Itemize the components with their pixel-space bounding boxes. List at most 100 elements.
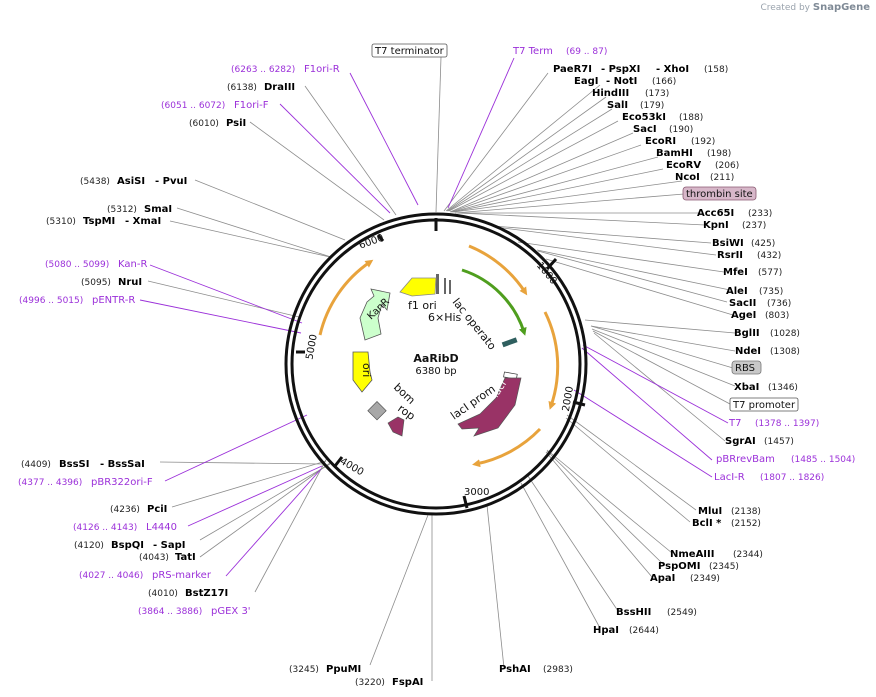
sali-pos: (179) (640, 101, 664, 111)
lac-operator-arc (461, 268, 527, 336)
sacii-pos: (736) (767, 299, 791, 309)
ndei-label: NdeI (735, 346, 761, 357)
rbs-box (731, 360, 762, 375)
bom-box (367, 401, 387, 421)
rsrii-label: RsrII (717, 250, 743, 261)
psii-label: PsiI (226, 118, 246, 129)
bcli-label: BclI * (692, 518, 722, 529)
pentrr-pos: (4996 .. 5015) (19, 296, 83, 306)
ppumi-pos: (3245) (289, 665, 319, 675)
bstz17i-label: BstZ17I (185, 588, 228, 599)
tspmi-pos: (5310) (46, 217, 76, 227)
fspai-pos: (3220) (355, 678, 385, 688)
ecori-pos: (192) (691, 137, 715, 147)
nmeaiii-label: NmeAIII (670, 549, 714, 560)
bsssi-label: BssSI (59, 459, 89, 470)
mfei-label: MfeI (723, 267, 748, 278)
xmai-label: - XmaI (125, 216, 161, 227)
bsiwi-pos: (425) (751, 239, 775, 249)
bsiwi-label: BsiWI (712, 238, 744, 249)
pbr322ori-label: pBR322ori-F (91, 477, 153, 488)
bcli-pos: (2152) (731, 519, 761, 529)
bsssai-label: - BssSaI (100, 459, 145, 470)
t7-promoter-box (729, 397, 799, 412)
rsrii-pos: (432) (757, 251, 781, 261)
orange-arc-lower-right (472, 427, 542, 468)
pvui-label: - PvuI (155, 176, 187, 187)
f1orir-label: F1ori-R (304, 64, 340, 75)
plasmid-name: AaRibD (413, 352, 458, 365)
xbai-pos: (1346) (768, 383, 798, 393)
pentrr-label: pENTR-R (92, 295, 135, 306)
rop-arrow (387, 416, 405, 437)
orange-feature-arcs (318, 244, 560, 468)
pshai-pos: (2983) (543, 665, 573, 675)
eco53ki-label: Eco53kI (622, 112, 666, 123)
pbrrevbam-label: pBRrevBam (716, 454, 775, 465)
ndei-pos: (1308) (770, 347, 800, 357)
hindiii-label: HindIII (592, 88, 629, 99)
pcii-pos: (4236) (110, 505, 140, 515)
l4440-pos: (4126 .. 4143) (73, 523, 137, 533)
sapi-label: - SapI (153, 540, 185, 551)
orange-arc-right (543, 311, 560, 410)
pspomi-label: PspOMI (658, 561, 700, 572)
prsmarker-pos: (4027 .. 4046) (79, 571, 143, 581)
f1-ori-label: f1 ori (408, 299, 437, 312)
pspxi-label: - PspXI (601, 64, 640, 75)
draiii-pos: (6138) (227, 83, 257, 93)
t7-terminator-label: T7 terminator (374, 46, 445, 57)
acc65i-pos: (233) (748, 209, 772, 219)
leader-lines (147, 56, 736, 681)
pshai-label: PshAI (499, 664, 531, 675)
kanr-arrow (359, 288, 391, 341)
ecori-label: EcoRI (645, 136, 676, 147)
tick-marks (296, 218, 586, 509)
paer7i-label: PaeR7I (553, 64, 592, 75)
mlui-label: MluI (698, 506, 722, 517)
ori-arrow (352, 351, 373, 393)
noti-pos: (166) (652, 77, 676, 87)
xbai-label: XbaI (734, 382, 759, 393)
his-label: 6×His (428, 311, 462, 324)
bsssi-pos: (4409) (21, 460, 51, 470)
alei-label: AleI (726, 286, 748, 297)
nrui-label: NruI (118, 277, 142, 288)
sgrai-pos: (1457) (764, 437, 794, 447)
pgex3-pos: (3864 .. 3886) (138, 607, 202, 617)
sacii-label: SacII (729, 298, 756, 309)
bsshii-label: BssHII (616, 607, 651, 618)
smai-pos: (5312) (107, 205, 137, 215)
backbone-outer (284, 212, 588, 516)
bspqi-label: BspQI (111, 540, 144, 551)
tick-3000: 3000 (464, 487, 489, 498)
xhoi-pos: (158) (704, 65, 728, 75)
fspai-label: FspAI (392, 677, 423, 688)
mlui-pos: (2138) (731, 507, 761, 517)
smai-label: SmaI (144, 204, 172, 215)
alei-pos: (735) (759, 287, 783, 297)
thrombin-box (682, 186, 757, 201)
tati-label: TatI (175, 552, 196, 563)
pbr322ori-pos: (4377 .. 4396) (18, 478, 82, 488)
saci-label: SacI (633, 124, 657, 135)
apai-label: ApaI (650, 573, 675, 584)
bsshii-pos: (2549) (667, 608, 697, 618)
tspmi-label: TspMI (83, 216, 115, 227)
kpni-label: KpnI (703, 220, 729, 231)
tati-pos: (4043) (139, 553, 169, 563)
rbs-label: RBS (735, 363, 755, 374)
kanr-primer-label: Kan-R (118, 259, 147, 270)
hpai-pos: (2644) (629, 626, 659, 636)
bamhi-label: BamHI (656, 148, 693, 159)
l4440-label: L4440 (146, 522, 177, 533)
pgex3-label: pGEX 3' (211, 606, 251, 617)
tick-2000: 2000 (561, 385, 576, 412)
ncoi-label: NcoI (675, 172, 700, 183)
thrombin-label: thrombin site (686, 189, 753, 200)
tick-5000: 5000 (305, 334, 320, 361)
pspomi-pos: (2345) (709, 562, 739, 572)
snapgene-credit: Created by SnapGene (760, 2, 870, 13)
psii-pos: (6010) (189, 119, 219, 129)
